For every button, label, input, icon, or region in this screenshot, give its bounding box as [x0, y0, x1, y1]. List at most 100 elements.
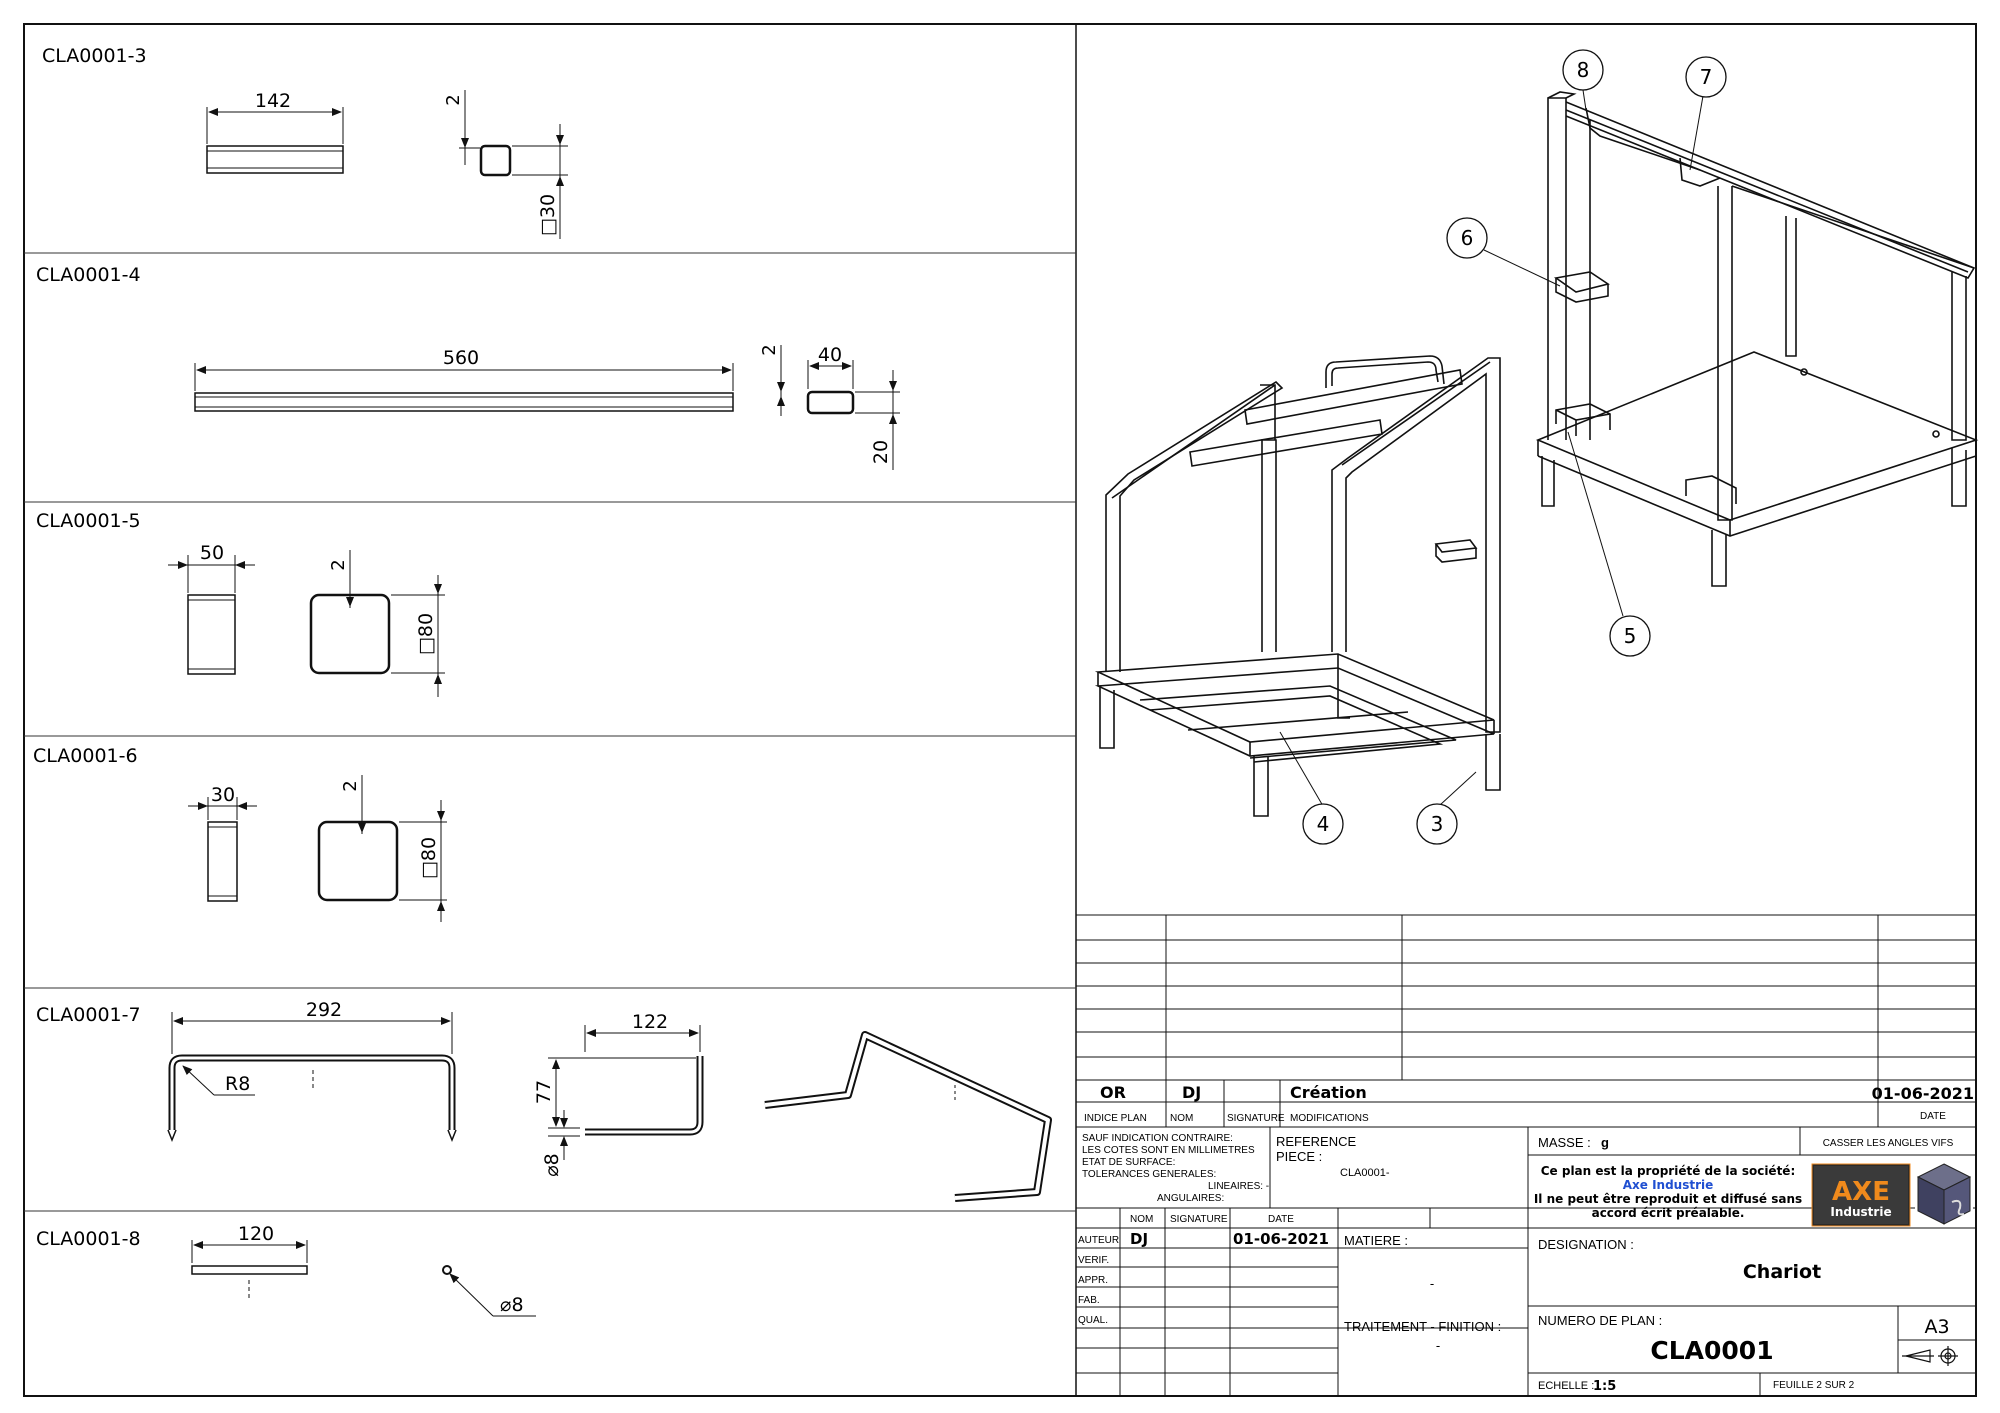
revision-modification: Création — [1290, 1083, 1367, 1102]
detail-cla0001-8: CLA0001-8 120 ⌀8 — [36, 1223, 536, 1317]
auteur-date: 01-06-2021 — [1233, 1230, 1329, 1248]
numero-label: NUMERO DE PLAN : — [1538, 1313, 1662, 1328]
matiere-value: - — [1430, 1276, 1434, 1291]
designation-value: Chariot — [1743, 1261, 1821, 1283]
header-indice-plan: INDICE PLAN — [1084, 1113, 1147, 1124]
dimension-length-value: 120 — [238, 1223, 274, 1245]
balloon-7: 7 — [1685, 56, 1727, 98]
detail-label: CLA0001-4 — [36, 264, 141, 286]
revision-headers: INDICE PLAN NOM SIGNATURE MODIFICATIONS … — [1084, 1111, 1946, 1124]
rod-section-view — [442, 1265, 452, 1275]
detail-cla0001-5: CLA0001-5 50 2 □80 — [36, 510, 445, 697]
cube-logo — [1915, 1162, 1973, 1226]
header-nom: NOM — [1170, 1113, 1193, 1124]
cart-view-left — [1094, 355, 1501, 817]
dimension-length-value: 142 — [255, 90, 291, 112]
detail-cla0001-7: CLA0001-7 292 R8 122 77 ⌀8 — [36, 999, 1052, 1202]
sheet-border — [23, 23, 1977, 1397]
traitement-label: TRAITEMENT - FINITION : — [1344, 1319, 1501, 1334]
property-notice: Ce plan est la propriété de la société: … — [1534, 1164, 1802, 1220]
tube-section-view — [479, 144, 512, 177]
thickness-value: 2 — [759, 344, 780, 355]
matiere-label: MATIERE : — [1344, 1233, 1408, 1248]
balloon-number: 7 — [1700, 65, 1713, 89]
bent-rod-front-view — [168, 1054, 456, 1130]
balloon-3: 3 — [1416, 803, 1458, 845]
detail-label: CLA0001-3 — [42, 45, 147, 67]
cart-view-right — [1535, 91, 1979, 587]
header-date: DATE — [1920, 1111, 1946, 1122]
tolerance-line: SAUF INDICATION CONTRAIRE: — [1082, 1133, 1233, 1144]
header-signature: SIGNATURE — [1227, 1113, 1285, 1124]
logo-big-text: AXE — [1832, 1177, 1890, 1207]
tolerance-line: ETAT DE SURFACE: — [1082, 1157, 1175, 1168]
section-value: □30 — [537, 194, 559, 236]
balloon-number: 5 — [1624, 624, 1637, 648]
sig-header-signature: SIGNATURE — [1170, 1214, 1228, 1225]
auteur-name: DJ — [1130, 1230, 1148, 1248]
reference-label: REFERENCE — [1276, 1134, 1357, 1149]
balloon-5: 5 — [1609, 615, 1651, 657]
tolerance-lineaires: LINEAIRES: - — [1208, 1181, 1269, 1192]
tolerance-line: LES COTES SONT EN MILLIMETRES — [1082, 1145, 1255, 1156]
detail-label: CLA0001-8 — [36, 1228, 141, 1250]
role-verif: VERIF. — [1078, 1255, 1109, 1266]
projection-symbol-icon — [1902, 1346, 1958, 1366]
diameter-value: ⌀8 — [500, 1294, 524, 1316]
balloon-number: 6 — [1461, 226, 1474, 250]
diameter-value: ⌀8 — [541, 1153, 563, 1177]
balloon-4: 4 — [1302, 803, 1344, 845]
tube-section-view — [806, 390, 855, 415]
balloon-number: 4 — [1317, 812, 1330, 836]
masse-label: MASSE : — [1538, 1135, 1591, 1150]
section-value: □80 — [415, 613, 437, 655]
role-column: AUTEUR VERIF. APPR. FAB. QUAL. — [1078, 1235, 1119, 1326]
traitement-value: - — [1436, 1338, 1440, 1353]
balloon-group: 8 7 6 5 4 3 — [1302, 49, 1727, 845]
role-fab: FAB. — [1078, 1295, 1100, 1306]
width-value: 40 — [818, 344, 842, 366]
dimension-length-value: 560 — [443, 347, 479, 369]
tolerance-angulaires: ANGULAIRES: — [1157, 1193, 1224, 1204]
tolerances-block: SAUF INDICATION CONTRAIRE: LES COTES SON… — [1082, 1133, 1269, 1204]
dimension-length-value: 30 — [211, 784, 235, 806]
balloon-leaders — [1279, 89, 1704, 807]
tolerance-line: TOLERANCES GENERALES: — [1082, 1169, 1216, 1180]
numero-value: CLA0001 — [1650, 1336, 1773, 1365]
masse-value: g — [1601, 1135, 1609, 1150]
rod-side-view — [191, 1265, 308, 1275]
bent-rod-side-view — [585, 1056, 704, 1136]
header-modifications: MODIFICATIONS — [1290, 1113, 1369, 1124]
balloon-number: 3 — [1431, 812, 1444, 836]
bent-rod-iso-view — [764, 1031, 1052, 1202]
tube-side-view — [207, 821, 238, 902]
balloon-number: 8 — [1577, 58, 1590, 82]
property-line-1: Ce plan est la propriété de la société: — [1541, 1164, 1796, 1178]
revision-table — [1076, 914, 1976, 1128]
property-line-3: Il ne peut être reproduit et diffusé san… — [1534, 1192, 1802, 1206]
revision-name: DJ — [1182, 1083, 1201, 1102]
tube-side-view — [206, 145, 344, 174]
thickness-value: 2 — [443, 94, 464, 105]
height-value: 77 — [533, 1080, 555, 1104]
radius-value: R8 — [225, 1073, 250, 1095]
detail-label: CLA0001-5 — [36, 510, 141, 532]
thickness-value: 2 — [340, 780, 361, 791]
signature-headers: NOM SIGNATURE DATE — [1130, 1214, 1294, 1225]
property-line-4: accord écrit préalable. — [1592, 1206, 1745, 1220]
thickness-value: 2 — [328, 559, 349, 570]
detail-cla0001-3: CLA0001-3 142 2 □30 — [42, 45, 568, 239]
format-value: A3 — [1924, 1316, 1949, 1338]
designation-label: DESIGNATION : — [1538, 1237, 1634, 1252]
sig-header-date: DATE — [1268, 1214, 1294, 1225]
balloon-8: 8 — [1562, 49, 1604, 91]
logo-small-text: Industrie — [1830, 1205, 1891, 1219]
detail-cla0001-4: CLA0001-4 560 40 2 20 — [36, 264, 900, 470]
section-value: □80 — [418, 837, 440, 879]
tube-side-view — [187, 594, 236, 675]
assembly-isometric-view — [1094, 91, 1979, 817]
dimension-length-value: 50 — [200, 542, 224, 564]
axe-industrie-logo: AXE Industrie — [1811, 1163, 1911, 1227]
property-company: Axe Industrie — [1623, 1178, 1714, 1192]
